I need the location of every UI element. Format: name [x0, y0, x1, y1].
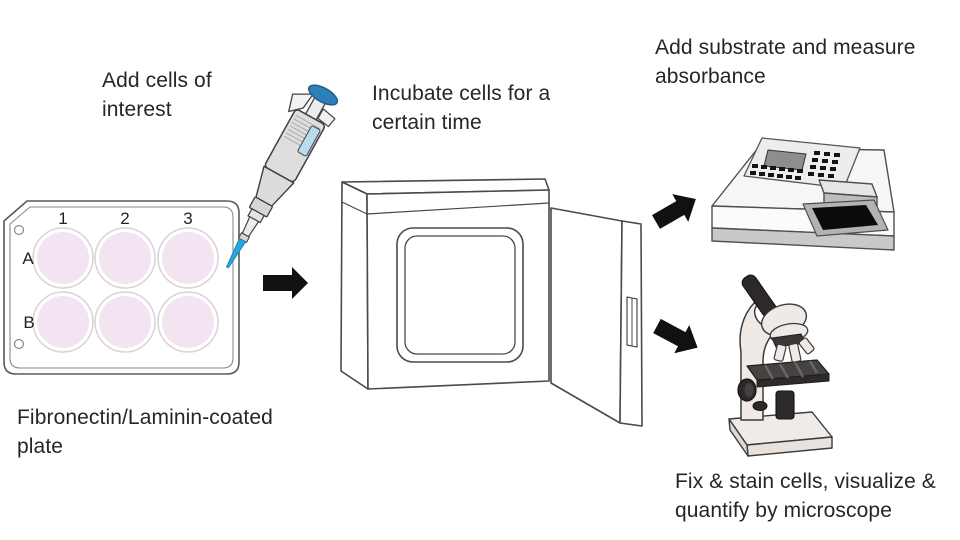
microscope-fine-knob [752, 401, 768, 411]
wells [32, 227, 219, 353]
microscope-base-side [728, 418, 749, 457]
microscope-focus-knob-inner [744, 383, 754, 397]
pipette-ejector-arm [288, 93, 314, 113]
well [162, 232, 214, 284]
well [162, 296, 214, 348]
incubator-window-outer [396, 227, 524, 363]
plate-column-label: 3 [183, 209, 192, 228]
well-plate-graphic: 1 2 3 A B [3, 200, 240, 375]
reader-tray-opening [812, 205, 878, 230]
well [99, 232, 151, 284]
pipette-ejector-tab [317, 108, 336, 128]
plate-hole [13, 338, 25, 350]
pipette-volume-window [297, 125, 321, 157]
plate-column-label: 1 [58, 209, 67, 228]
incubator-top-band [341, 201, 550, 215]
pipette-button [307, 84, 339, 106]
plate-caption-label: Fibronectin/Laminin-coated plate [17, 406, 273, 458]
step-label-microscopy: Fix & stain cells, visualize & quantify … [675, 470, 936, 522]
step-label-measure-absorbance: Add substrate and measure absorbance [655, 36, 916, 88]
incubator-icon [340, 178, 643, 427]
pipette-tip [226, 237, 247, 269]
plate-inner-outline [9, 206, 234, 369]
well [37, 232, 89, 284]
incubator-window-inner [404, 235, 516, 355]
plate-row-label: A [22, 249, 34, 268]
reader-keypad-keys [750, 151, 840, 180]
arrow-right-icon [263, 267, 308, 299]
incubator-door [550, 207, 623, 424]
plate-reader-icon [711, 137, 895, 251]
microscope-objective [773, 343, 787, 362]
arrow-down-right-icon [653, 318, 698, 354]
microscope-objective [798, 337, 815, 355]
microscope-objective [788, 342, 802, 363]
step-label-add-cells: Add cells of interest [102, 69, 212, 121]
well [99, 296, 151, 348]
plate-row-label: B [23, 313, 34, 332]
microscope-stage-stripes [763, 360, 819, 380]
plate-hole [13, 224, 25, 236]
microscope-icon [728, 274, 833, 457]
plate-column-label: 2 [120, 209, 129, 228]
micropipette-icon [226, 84, 339, 269]
pipette-grip-ridges [283, 114, 321, 151]
arrow-up-right-icon [652, 194, 696, 229]
well [37, 296, 89, 348]
microscope-condenser [775, 390, 795, 420]
step-label-incubate: Incubate cells for a certain time [372, 82, 551, 134]
